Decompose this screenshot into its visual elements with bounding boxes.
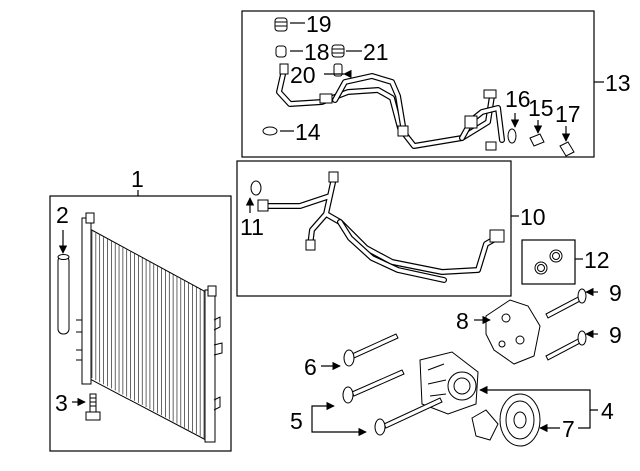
valve-15 [529, 133, 545, 147]
callout-2: 2 [56, 202, 69, 228]
callout-4: 4 [601, 398, 614, 424]
callout-13: 13 [605, 70, 631, 96]
condenser-box-1 [49, 195, 232, 452]
bolt-9-upper [545, 288, 587, 319]
bolt-9-lower [545, 330, 587, 361]
compressor [419, 351, 479, 415]
callout-1: 1 [131, 166, 144, 192]
mounting-bracket [485, 299, 541, 365]
callout-18: 18 [304, 39, 330, 65]
leader-5a [311, 401, 335, 420]
condenser [76, 212, 223, 443]
callout-9-upper: 9 [609, 280, 622, 306]
condenser-bolt [85, 393, 101, 421]
callout-21: 21 [363, 39, 389, 65]
callout-8: 8 [456, 308, 469, 334]
callout-7: 7 [562, 416, 575, 442]
callout-6: 6 [304, 354, 317, 380]
hose-assembly-10 [257, 171, 505, 283]
oring-16 [507, 128, 517, 144]
callout-10: 10 [520, 204, 546, 230]
leader-5b [311, 420, 367, 437]
oring-14 [262, 126, 278, 136]
switch-17 [559, 141, 575, 157]
hose-assembly-box-10 [236, 160, 512, 297]
leader-lines [58, 22, 604, 437]
callout-15: 15 [528, 95, 554, 121]
bolt-5-upper [342, 369, 405, 404]
leader-4b [578, 410, 591, 429]
callout-11: 11 [240, 214, 264, 240]
pulley-clutch [471, 393, 541, 447]
hose-assembly-box-13 [241, 10, 595, 158]
bolt-6 [343, 333, 399, 367]
leader-4a [479, 385, 598, 411]
callout-5: 5 [290, 408, 303, 434]
callout-12: 12 [584, 247, 610, 273]
oring-kit-box-12 [521, 239, 576, 285]
callout-19: 19 [306, 11, 332, 37]
callout-9-lower: 9 [609, 322, 622, 348]
callout-3: 3 [55, 390, 68, 416]
receiver-drier [57, 254, 70, 335]
callout-20: 20 [290, 62, 316, 88]
callout-numbers: 19 18 21 20 14 16 15 17 13 11 10 12 1 2 … [55, 11, 631, 442]
oring-11 [250, 180, 262, 196]
cap-21 [331, 44, 345, 58]
valve-20 [333, 63, 343, 77]
bolt-5-lower [374, 397, 443, 436]
callout-14: 14 [295, 119, 321, 145]
callout-17: 17 [555, 101, 581, 127]
cap-19 [274, 17, 288, 32]
callout-16: 16 [505, 86, 531, 112]
oring-kit-12 [534, 249, 563, 275]
cap-18 [275, 45, 287, 58]
hose-assembly-13 [276, 63, 505, 151]
